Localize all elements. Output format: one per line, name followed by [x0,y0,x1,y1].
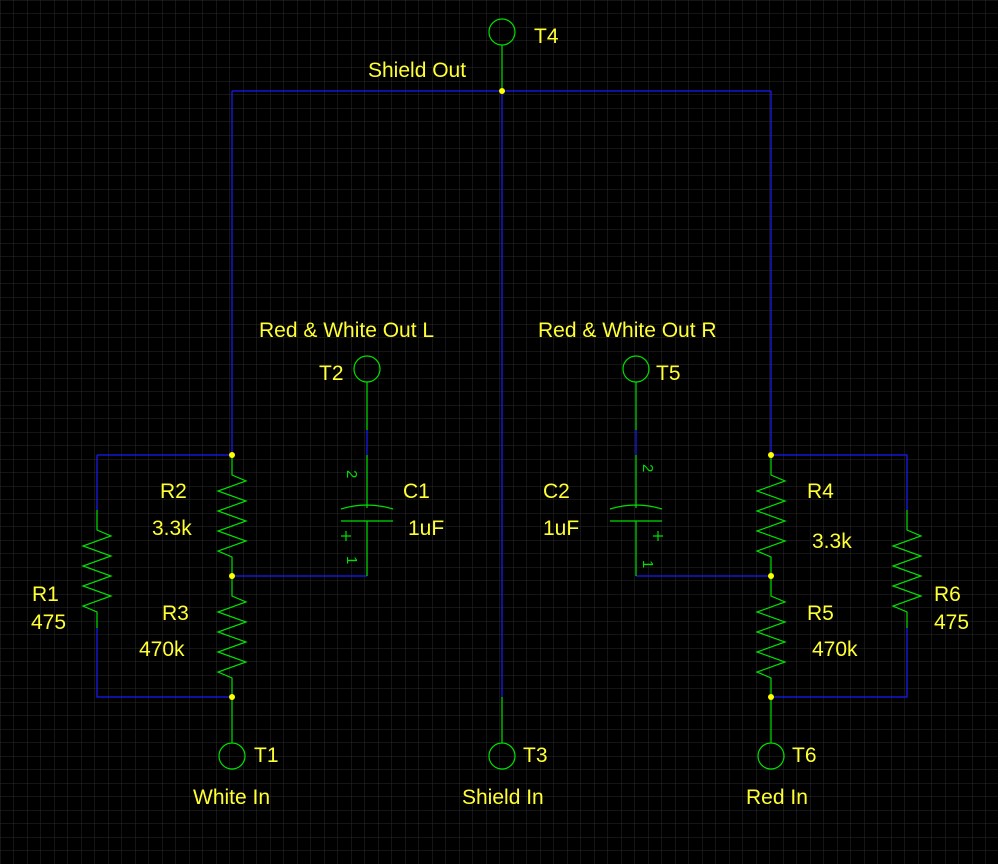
wire-r1-top [96,454,232,510]
capacitor-c2-pin-bottom: 1 [639,560,656,568]
resistor-r5-value: 470k [812,638,858,661]
terminal-t2-label: Red & White Out L [259,319,434,342]
resistor-r2-ref: R2 [160,480,187,503]
components [81,18,923,770]
wire-r1-bottom [96,628,232,698]
resistor-r4-value: 3.3k [812,530,852,553]
resistor-r4-symbol [755,455,787,576]
junction-dot [768,452,774,458]
junction-dot [229,452,235,458]
resistor-r1-ref: R1 [32,583,59,606]
terminal-t5-label: Red & White Out R [538,319,717,342]
junction-dot [499,88,505,94]
terminal-t5-name: T5 [656,362,681,385]
resistor-r1-symbol [81,510,113,628]
capacitor-c1-ref: C1 [403,480,430,503]
capacitor-c1-pin-top: 2 [343,470,360,478]
resistor-r6-symbol [891,510,923,628]
terminal-t6-label: Red In [746,786,808,809]
resistor-r2-symbol [216,455,248,576]
capacitor-c2-ref: C2 [543,480,570,503]
resistor-r5-ref: R5 [807,602,834,625]
junction-dot [768,573,774,579]
terminal-t6-name: T6 [792,744,817,767]
resistor-r5-symbol [755,576,787,697]
resistor-r3-ref: R3 [162,602,189,625]
resistor-r6-ref: R6 [934,583,961,606]
capacitor-c1-symbol [340,455,394,576]
resistor-r3-symbol [216,576,248,697]
wires [96,90,908,698]
terminal-t3-name: T3 [523,744,548,767]
wire-r6-top [771,454,908,510]
resistor-r6-value: 475 [934,611,969,634]
capacitor-c2-pin-top: 2 [639,464,656,472]
resistor-r3-value: 470k [139,638,185,661]
resistor-r1-value: 475 [31,611,66,634]
junction-dot [229,573,235,579]
junction-dot [229,694,235,700]
terminal-t1-label: White In [193,786,270,809]
capacitor-c1-pin-bottom: 1 [343,556,360,564]
terminal-t1-name: T1 [254,744,279,767]
capacitor-c2-symbol [609,455,663,576]
terminal-t4-label: Shield Out [368,59,466,82]
terminal-t3-label: Shield In [462,786,544,809]
resistor-r4-ref: R4 [807,480,834,503]
capacitor-c2-value: 1uF [543,517,579,540]
junctions [229,88,774,700]
junction-dot [768,694,774,700]
resistor-r2-value: 3.3k [152,517,192,540]
terminal-t2-name: T2 [319,362,344,385]
terminal-t4-name: T4 [534,25,559,48]
wire-r6-bottom [771,628,908,698]
capacitor-c1-value: 1uF [408,517,444,540]
